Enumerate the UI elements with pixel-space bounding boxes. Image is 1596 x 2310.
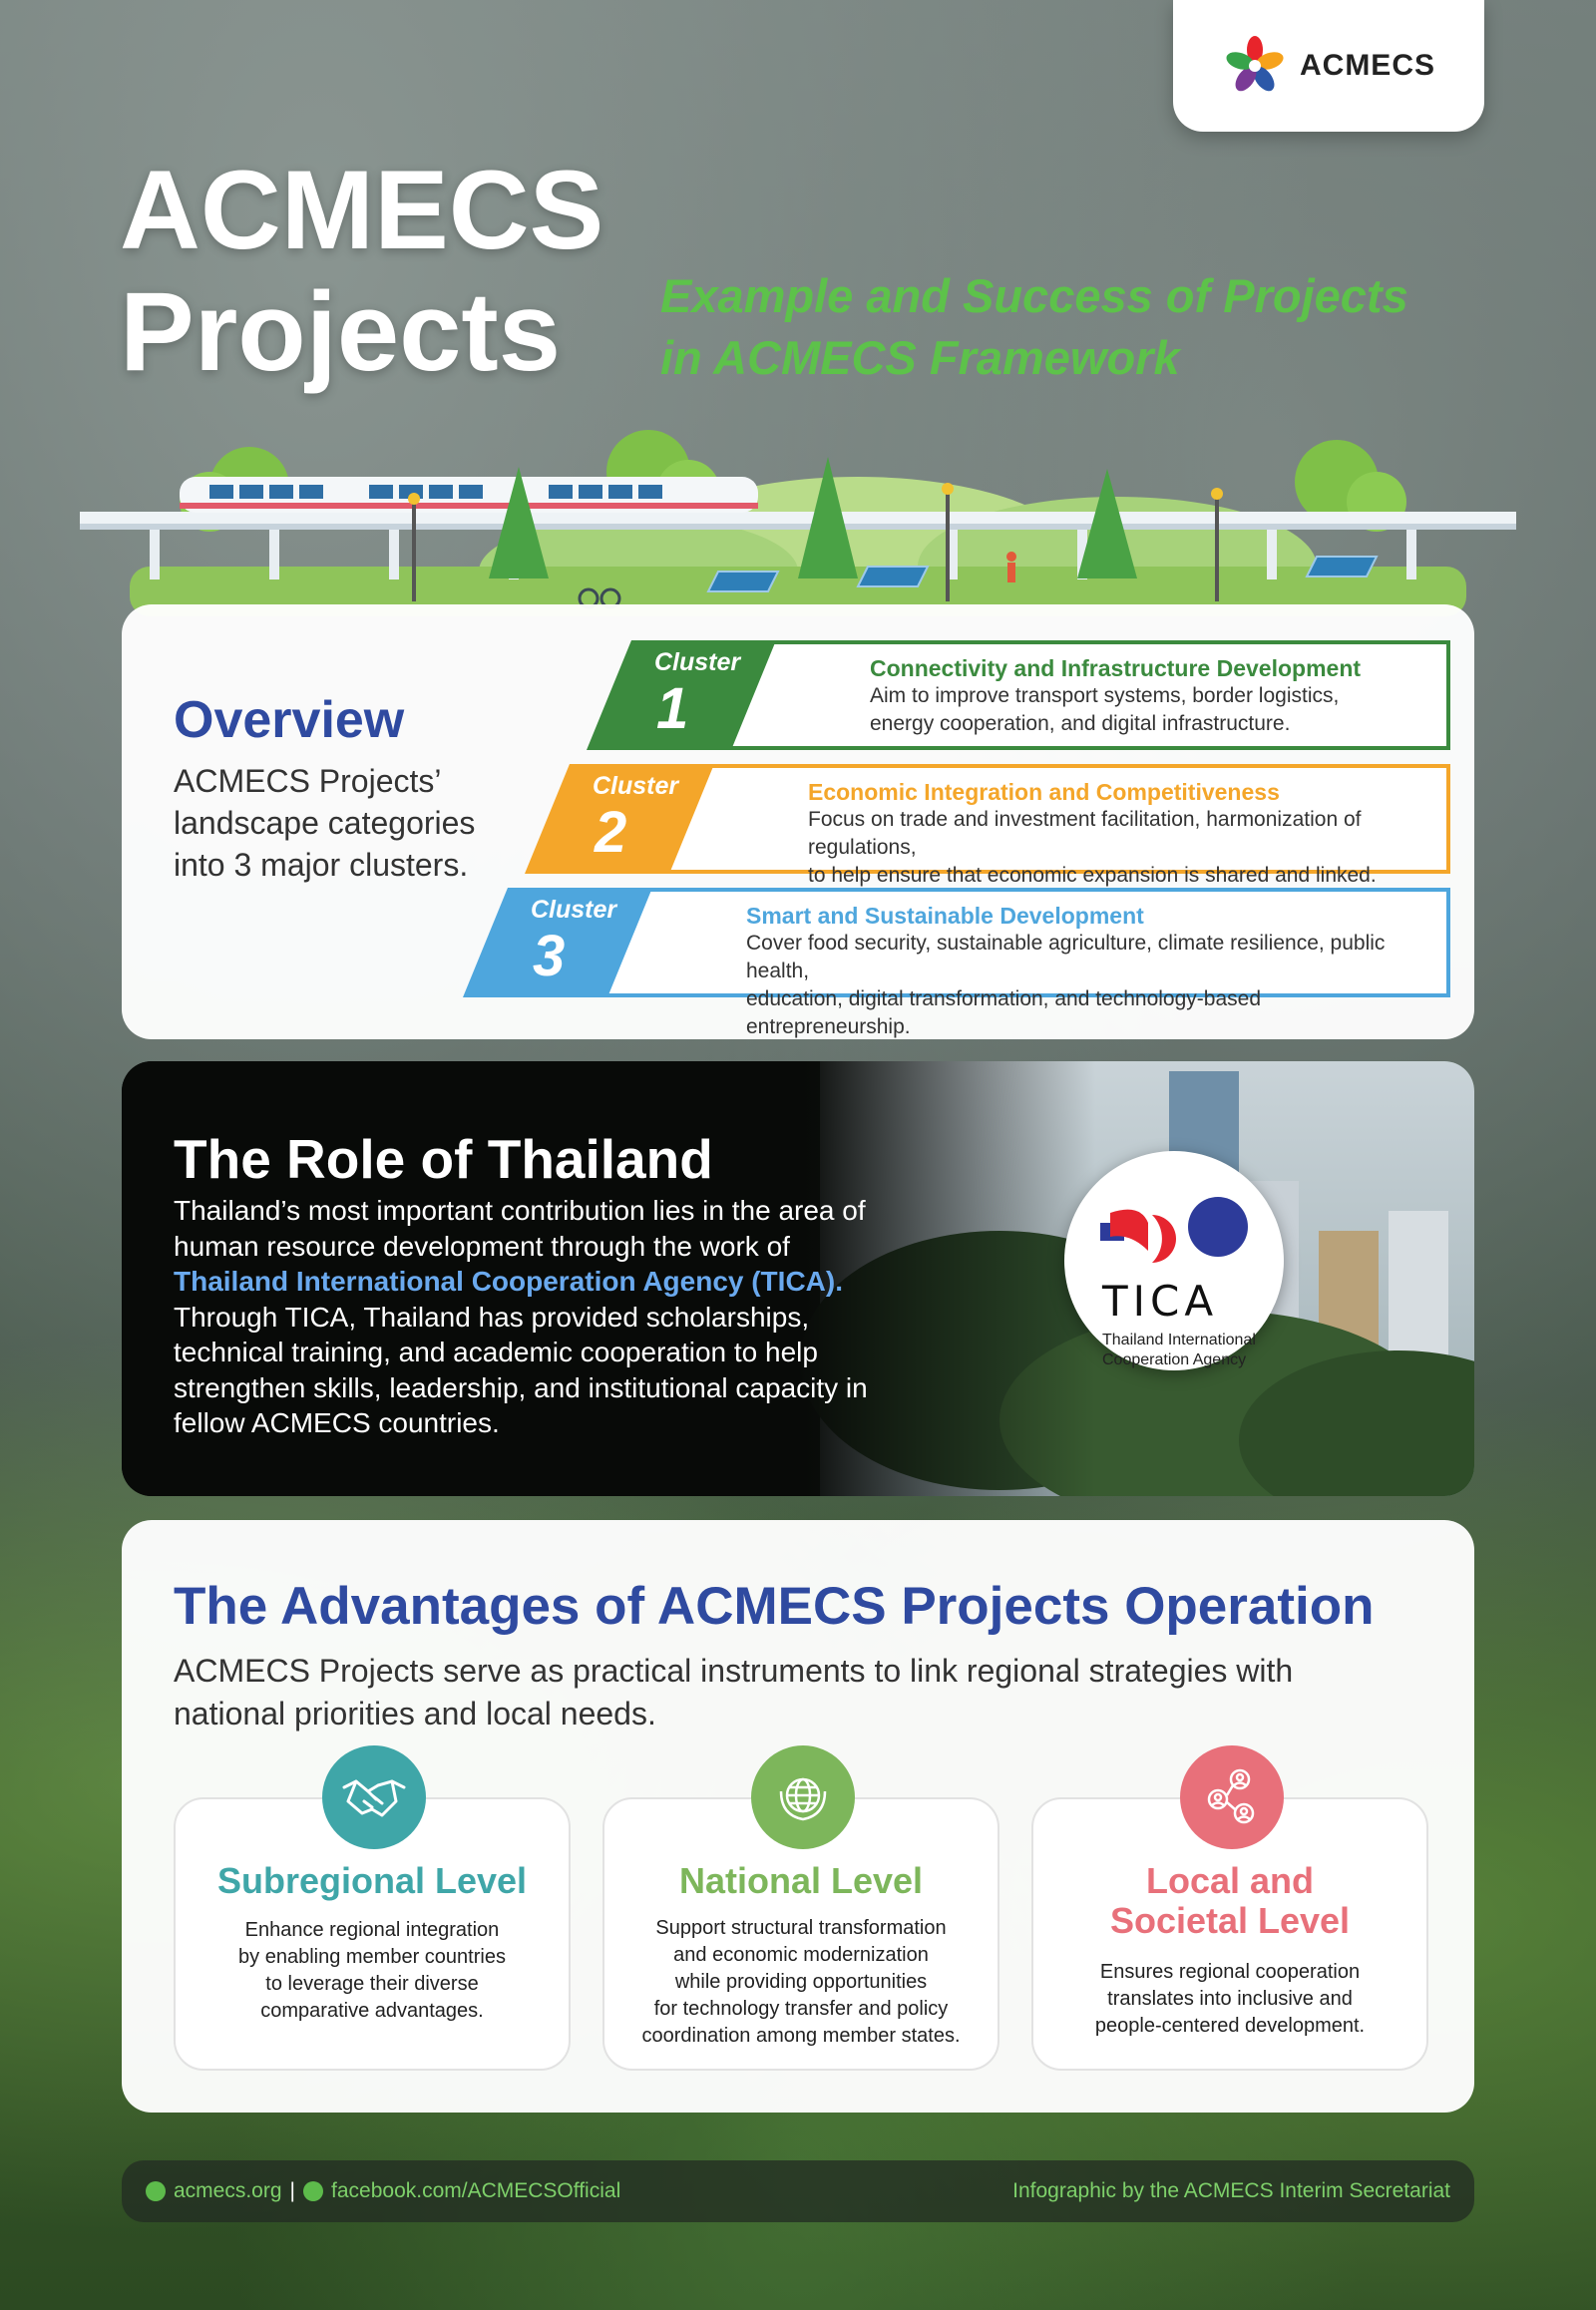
cluster-2-label: Cluster <box>593 772 679 800</box>
globe-icon <box>146 2181 166 2201</box>
cluster-1-number: 1 <box>656 676 689 741</box>
card-2-description: Support structural transformation and ec… <box>624 1915 978 2050</box>
card-3-title-line1: Local and <box>1145 1860 1315 1901</box>
card-1-desc-line: to leverage their diverse <box>265 1973 479 1995</box>
card-1-title: Subregional Level <box>216 1860 528 1901</box>
card-2-title: National Level <box>678 1860 924 1901</box>
card-local-societal-level: Local and Societal Level Ensures regiona… <box>1031 1745 1428 2071</box>
acmecs-flower-icon <box>1226 36 1284 92</box>
cluster-3-desc-line2: education, digital transformation, and t… <box>746 987 1261 1038</box>
city-train-illustration <box>80 430 1516 616</box>
cluster-3: Smart and Sustainable Development Cover … <box>463 888 1450 1038</box>
cluster-1-label: Cluster <box>654 648 741 676</box>
subtitle-line-2: in ACMECS Framework <box>660 331 1180 384</box>
title-line-2: Projects <box>120 269 561 394</box>
card-3-title: Local and Societal Level <box>1033 1861 1426 1941</box>
card-1-desc-line: by enabling member countries <box>238 1946 506 1968</box>
card-3-title-line2: Societal Level <box>1109 1900 1351 1941</box>
cluster-2-title: Economic Integration and Competitiveness <box>808 779 1280 805</box>
cluster-2-box: Economic Integration and Competitiveness… <box>664 764 1450 887</box>
card-1-desc-line: comparative advantages. <box>260 2000 484 2022</box>
role-of-thailand-panel: The Role of Thailand Thailand’s most imp… <box>122 1061 1474 1496</box>
cluster-3-number: 3 <box>533 924 566 988</box>
tica-link[interactable]: Thailand International Cooperation Agenc… <box>174 1266 843 1297</box>
website-link[interactable]: acmecs.org <box>174 2179 282 2202</box>
cluster-3-desc-line1: Cover food security, sustainable agricul… <box>746 932 1386 982</box>
tica-acronym: TICA <box>1102 1277 1219 1326</box>
cluster-2-number: 2 <box>595 800 627 865</box>
card-3-description: Ensures regional cooperation translates … <box>1053 1959 1406 2040</box>
card-2-desc-line: Support structural transformation <box>655 1917 947 1939</box>
tica-full-line1: Thailand International <box>1102 1332 1256 1348</box>
card-subregional-level: Subregional Level Enhance regional integ… <box>174 1745 571 2071</box>
footer-links: acmecs.org | facebook.com/ACMECSOfficial <box>146 2179 620 2203</box>
card-national-level: National Level Support structural transf… <box>602 1745 999 2071</box>
role-title: The Role of Thailand <box>174 1128 713 1190</box>
role-description: Thailand’s most important contribution l… <box>174 1193 912 1441</box>
card-3-desc-line: people-centered development. <box>1094 2015 1366 2037</box>
cluster-1-box: Connectivity and Infrastructure Developm… <box>726 640 1450 750</box>
role-text-part1: Thailand’s most important contribution l… <box>174 1195 866 1262</box>
page-title: ACMECS Projects <box>120 150 678 393</box>
card-2-desc-line: coordination among member states. <box>641 2025 961 2047</box>
people-network-icon <box>1180 1745 1284 1849</box>
card-1-description: Enhance regional integration by enabling… <box>196 1917 549 2025</box>
facebook-icon <box>303 2181 324 2201</box>
cluster-2-desc-line1: Focus on trade and investment facilitati… <box>808 808 1362 859</box>
footer-credit: Infographic by the ACMECS Interim Secret… <box>1012 2179 1450 2202</box>
card-2-desc-line: and economic modernization <box>673 1944 929 1966</box>
footer-bar: acmecs.org | facebook.com/ACMECSOfficial… <box>122 2160 1474 2222</box>
train <box>180 477 758 513</box>
title-line-1: ACMECS <box>120 148 604 272</box>
cluster-3-label: Cluster <box>531 896 617 924</box>
cluster-2: Economic Integration and Competitiveness… <box>525 764 1450 887</box>
cluster-1-title: Connectivity and Infrastructure Developm… <box>870 655 1362 681</box>
card-3-desc-line: Ensures regional cooperation <box>1099 1961 1361 1983</box>
cluster-2-desc-line2: to help ensure that economic expansion i… <box>808 864 1377 887</box>
tica-full-name: Thailand International Cooperation Agenc… <box>1102 1331 1256 1370</box>
tica-full-line2: Cooperation Agency <box>1102 1351 1247 1368</box>
subtitle-line-1: Example and Success of Projects <box>660 269 1408 322</box>
cluster-1-desc-line2: energy cooperation, and digital infrastr… <box>870 712 1291 735</box>
role-text-part2: Through TICA, Thailand has provided scho… <box>174 1301 868 1439</box>
overview-description: ACMECS Projects’ landscape categories in… <box>174 763 476 883</box>
overview-title: Overview <box>174 691 405 749</box>
card-2-desc-line: while providing opportunities <box>674 1971 928 1993</box>
brand-name: ACMECS <box>1299 49 1435 82</box>
footer-separator: | <box>289 2179 296 2202</box>
overview-panel: Overview ACMECS Projects’ landscape cate… <box>122 604 1474 1039</box>
cluster-3-title: Smart and Sustainable Development <box>746 903 1144 929</box>
advantages-title: The Advantages of ACMECS Projects Operat… <box>174 1577 1375 1636</box>
advantages-panel: The Advantages of ACMECS Projects Operat… <box>122 1520 1474 2113</box>
brand-logo[interactable]: ACMECS <box>1173 0 1484 132</box>
card-2-desc-line: for technology transfer and policy <box>653 1998 949 2020</box>
advantages-description: ACMECS Projects serve as practical instr… <box>174 1653 1294 1732</box>
page-subtitle: Example and Success of Projects in ACMEC… <box>660 265 1498 389</box>
tica-logo: TICA Thailand International Cooperation … <box>1064 1151 1284 1370</box>
cluster-3-box: Smart and Sustainable Development Cover … <box>602 888 1450 1038</box>
card-1-desc-line: Enhance regional integration <box>244 1919 500 1941</box>
cluster-1: Connectivity and Infrastructure Developm… <box>587 640 1450 750</box>
cluster-1-desc-line1: Aim to improve transport systems, border… <box>870 684 1340 707</box>
facebook-link[interactable]: facebook.com/ACMECSOfficial <box>331 2179 621 2202</box>
card-3-desc-line: translates into inclusive and <box>1107 1988 1353 2010</box>
tica-mark-icon <box>1100 1197 1248 1263</box>
globe-icon <box>751 1745 855 1849</box>
handshake-icon <box>322 1745 426 1849</box>
